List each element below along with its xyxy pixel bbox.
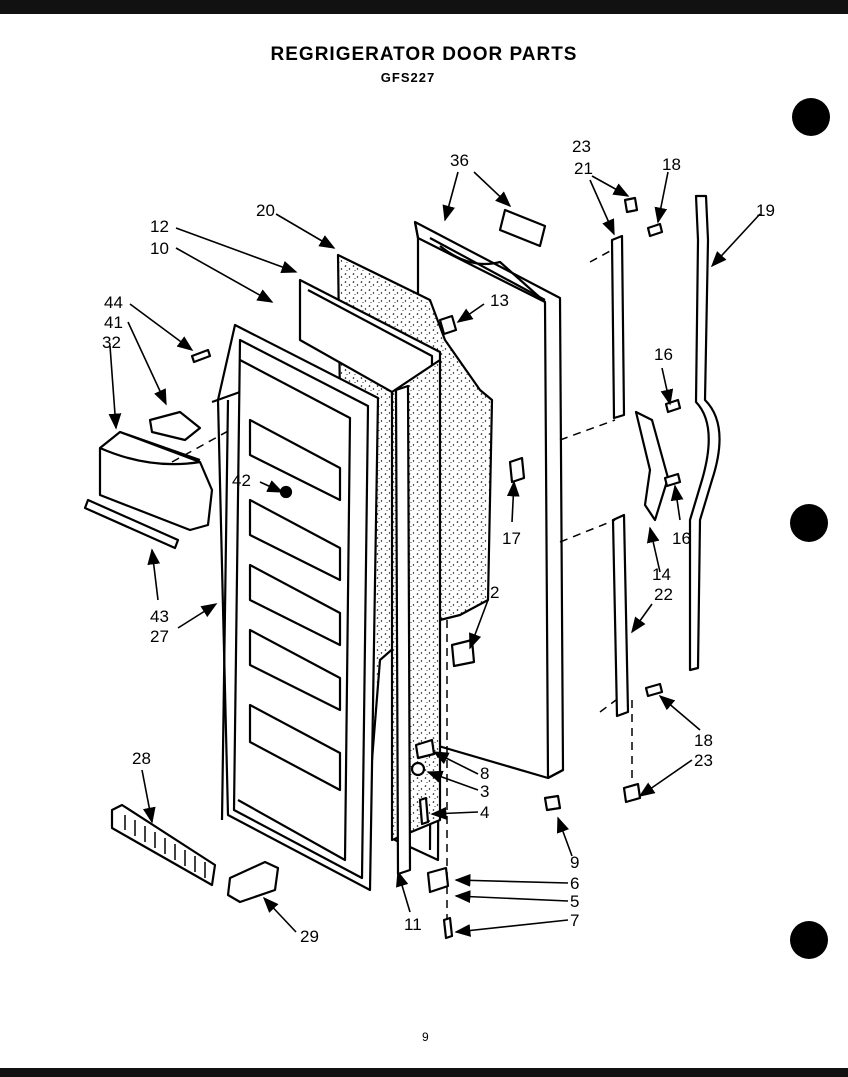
callout-6: 6 (570, 874, 579, 893)
screw-4 (418, 796, 430, 826)
callout-28: 28 (132, 749, 151, 768)
callout-32: 32 (102, 333, 121, 352)
screw-18-bottom (644, 682, 664, 698)
page-number: 9 (422, 1030, 429, 1044)
bin-clip (148, 410, 202, 442)
door-handle-cap (226, 860, 280, 904)
binder-hole-top (792, 98, 830, 136)
base-grille (110, 803, 217, 887)
screw-44 (190, 348, 212, 364)
callout-12: 12 (150, 217, 169, 236)
binder-hole-middle (790, 504, 828, 542)
callout-11: 11 (404, 915, 422, 934)
callout-43: 43 (150, 607, 169, 626)
callout-19: 19 (756, 201, 775, 220)
screw-7 (442, 916, 454, 940)
callout-44: 44 (104, 293, 123, 312)
cap-23-bottom (622, 782, 642, 804)
callout-17: 17 (502, 529, 521, 548)
callout-20: 20 (256, 201, 275, 220)
callout-3: 3 (480, 782, 489, 801)
label-plate-36 (498, 208, 547, 248)
handle-bracket (634, 410, 670, 522)
trim-channel (394, 384, 412, 876)
callout-8: 8 (480, 764, 489, 783)
callout-2: 2 (490, 583, 499, 602)
callout-5: 5 (570, 892, 579, 911)
hinge-6 (426, 866, 450, 894)
bushing-3 (410, 761, 426, 777)
callout-22: 22 (654, 585, 673, 604)
callout-27: 27 (150, 627, 169, 646)
diagram-title: REGRIGERATOR DOOR PARTS (270, 44, 578, 65)
inner-door-liner (211, 323, 380, 892)
upper-handle-strip (610, 234, 626, 420)
callout-13: 13 (490, 291, 509, 310)
screw-18-top (646, 222, 664, 238)
binder-hole-bottom (790, 921, 828, 959)
callout-29: 29 (300, 927, 319, 946)
trim-strip (83, 498, 180, 550)
clip-17 (508, 456, 526, 484)
plug-13 (438, 314, 458, 336)
handle-rail (688, 194, 721, 672)
callout-4: 4 (480, 803, 489, 822)
callout-14: 14 (652, 565, 671, 584)
callout-16-top: 16 (654, 345, 673, 364)
bracket-2 (450, 638, 476, 668)
callout-16-bottom: 16 (672, 529, 691, 548)
callout-23-bottom: 23 (694, 751, 713, 770)
callout-36: 36 (450, 151, 469, 170)
callout-21: 21 (574, 159, 593, 178)
scan-edge-bottom (0, 1068, 848, 1077)
screw-16-top (664, 398, 682, 414)
plug-42 (279, 485, 293, 499)
callout-9: 9 (570, 853, 579, 872)
model-number: GFS227 (380, 70, 436, 85)
callout-23-top: 23 (572, 137, 591, 156)
callout-7: 7 (570, 911, 579, 930)
callout-10: 10 (150, 239, 169, 258)
callout-18-top: 18 (662, 155, 681, 174)
callout-18-bottom: 18 (694, 731, 713, 750)
door-bin (98, 430, 214, 532)
callout-41: 41 (104, 313, 123, 332)
cap-23-top (623, 196, 639, 214)
cap-9 (543, 794, 562, 812)
lower-handle-strip (611, 513, 630, 718)
callout-42: 42 (232, 471, 251, 490)
screw-16-bottom (663, 472, 682, 488)
scan-edge-top (0, 0, 848, 14)
